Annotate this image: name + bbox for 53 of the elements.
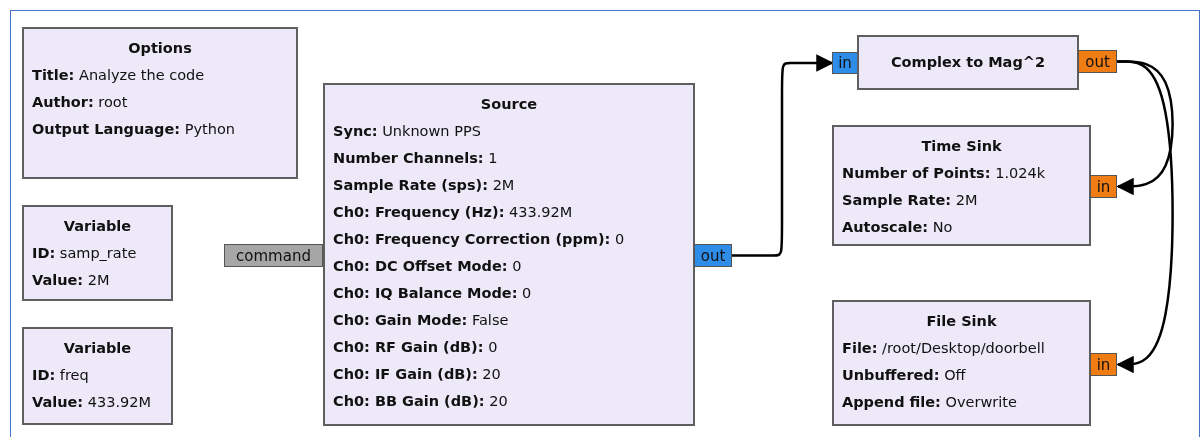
port-label: out (1085, 51, 1110, 72)
flow-block (22, 205, 173, 301)
block-title: Options (127, 39, 193, 58)
flow-block (832, 125, 1091, 246)
parameter-line: Ch0: Frequency (Hz): 433.92M (333, 203, 574, 222)
block-title: Time Sink (920, 137, 1003, 156)
parameter-line: Append file: Overwrite (842, 393, 1018, 412)
port-tab (832, 52, 858, 74)
block-title: Complex to Mag^2 (890, 53, 1046, 72)
parameter-line: File: /root/Desktop/doorbell (842, 339, 1046, 358)
flow-block (323, 83, 695, 426)
parameter-line: Number Channels: 1 (333, 149, 499, 168)
parameter-line: Ch0: BB Gain (dB): 20 (333, 392, 509, 411)
parameter-line: Ch0: RF Gain (dB): 0 (333, 338, 499, 357)
port-tab (694, 244, 732, 267)
port-label: in (838, 53, 852, 73)
parameter-line: Ch0: IQ Balance Mode: 0 (333, 284, 533, 303)
parameter-line: Sync: Unknown PPS (333, 122, 482, 141)
block-title: Variable (62, 339, 133, 358)
parameter-line: Ch0: Gain Mode: False (333, 311, 510, 330)
connector-arrow (732, 54, 834, 257)
parameter-line: Output Language: Python (32, 120, 236, 139)
parameter-line: Value: 2M (32, 271, 111, 290)
port-label: command (236, 245, 311, 266)
parameter-line: Value: 433.92M (32, 393, 152, 412)
flow-block (832, 300, 1091, 426)
flow-block (22, 27, 298, 179)
parameter-line: Ch0: IF Gain (dB): 20 (333, 365, 502, 384)
port-tab (1078, 50, 1117, 73)
port-label: in (1096, 354, 1111, 375)
block-title: File Sink (925, 312, 998, 331)
flow-block (22, 327, 173, 425)
parameter-line: Unbuffered: Off (842, 366, 967, 385)
block-title: Variable (62, 217, 133, 236)
port-label: out (700, 245, 726, 266)
parameter-line: Ch0: Frequency Correction (ppm): 0 (333, 230, 626, 249)
parameter-line: Sample Rate (sps): 2M (333, 176, 516, 195)
parameter-line: Author: root (32, 93, 129, 112)
port-label: in (1096, 176, 1111, 197)
port-tab (1090, 175, 1117, 198)
parameter-line: Number of Points: 1.024k (842, 164, 1047, 183)
parameter-line: Ch0: DC Offset Mode: 0 (333, 257, 523, 276)
port-tab (224, 244, 323, 267)
block-title: Source (479, 95, 539, 114)
flow-block (857, 35, 1079, 90)
port-tab (1090, 353, 1117, 376)
parameter-line: ID: samp_rate (32, 244, 138, 263)
parameter-line: Sample Rate: 2M (842, 191, 979, 210)
connector-arrow (1116, 60, 1174, 196)
parameter-line: Title: Analyze the code (32, 66, 206, 85)
connector-arrow (1116, 60, 1174, 374)
parameter-line: ID: freq (32, 366, 90, 385)
parameter-line: Autoscale: No (842, 218, 954, 237)
